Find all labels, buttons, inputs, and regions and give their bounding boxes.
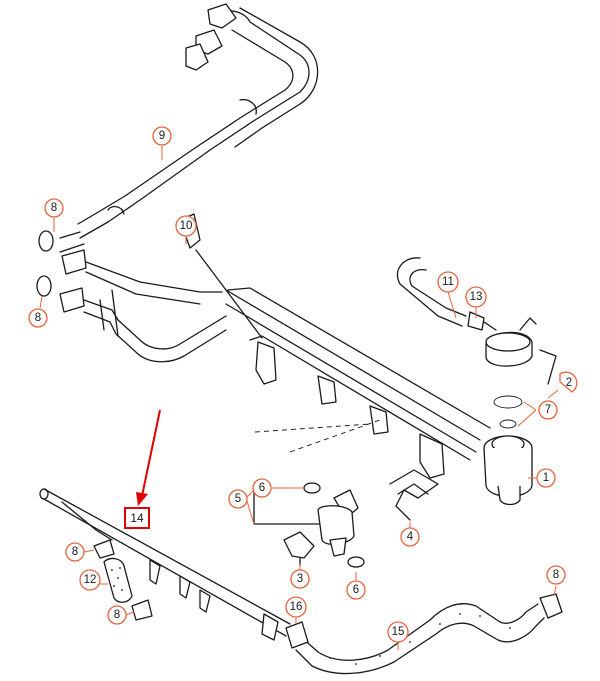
callout-1: 1 bbox=[536, 468, 556, 488]
callout-8-left-label: 8 bbox=[35, 312, 41, 324]
callout-6-upper-label: 6 bbox=[259, 482, 265, 494]
injector-5 bbox=[253, 482, 365, 568]
callout-5: 5 bbox=[228, 489, 248, 509]
highlight-part-14-label: 14 bbox=[130, 511, 144, 525]
pressure-regulator-1 bbox=[483, 317, 557, 506]
callout-7: 7 bbox=[538, 400, 558, 420]
callout-5-label: 5 bbox=[235, 493, 241, 505]
callout-2-label: 2 bbox=[566, 377, 572, 389]
callout-8-right: 8 bbox=[546, 565, 566, 585]
callout-12: 12 bbox=[79, 569, 101, 591]
callout-6-upper: 6 bbox=[252, 478, 272, 498]
callout-15-label: 15 bbox=[392, 626, 405, 638]
callout-8-top-label: 8 bbox=[51, 202, 57, 214]
callout-2: 2 bbox=[559, 371, 578, 393]
callout-16-label: 16 bbox=[290, 601, 303, 613]
callout-8-lower-left-label: 8 bbox=[72, 546, 78, 558]
callout-7-label: 7 bbox=[545, 404, 551, 416]
callout-10: 10 bbox=[175, 215, 197, 237]
fuel-rail-upper bbox=[179, 213, 491, 479]
callout-8-top: 8 bbox=[44, 198, 64, 218]
callout-3: 3 bbox=[290, 569, 310, 589]
callout-1-label: 1 bbox=[543, 472, 549, 484]
callout-4: 4 bbox=[400, 527, 420, 547]
callout-13-label: 13 bbox=[470, 291, 483, 303]
callout-12-label: 12 bbox=[84, 574, 97, 586]
callout-9: 9 bbox=[152, 126, 172, 146]
hose-9-drawing bbox=[36, 3, 319, 363]
callout-6-lower: 6 bbox=[346, 580, 366, 600]
callout-8-left: 8 bbox=[28, 308, 48, 328]
callout-4-label: 4 bbox=[407, 531, 414, 543]
callout-3-label: 3 bbox=[297, 573, 303, 585]
callout-15: 15 bbox=[387, 621, 409, 643]
hose-15 bbox=[285, 593, 563, 675]
callout-16: 16 bbox=[285, 596, 307, 618]
callout-8-bottom-label: 8 bbox=[114, 609, 120, 621]
fuel-rail-lower-14 bbox=[39, 488, 291, 641]
callout-9-label: 9 bbox=[159, 130, 165, 142]
callout-8-bottom: 8 bbox=[107, 605, 127, 625]
hose-12 bbox=[93, 539, 153, 621]
vacuum-hose-11 bbox=[396, 257, 497, 331]
callout-11: 11 bbox=[437, 271, 459, 293]
highlight-arrow bbox=[136, 409, 161, 506]
callout-8-lower-left: 8 bbox=[65, 542, 85, 562]
callout-10-label: 10 bbox=[180, 220, 193, 232]
callout-6-lower-label: 6 bbox=[353, 584, 359, 596]
callout-13: 13 bbox=[465, 286, 487, 308]
callout-11-label: 11 bbox=[442, 276, 454, 288]
callout-8-right-label: 8 bbox=[553, 569, 559, 581]
highlight-part-14[interactable]: 14 bbox=[124, 507, 150, 529]
clamp-3 bbox=[283, 531, 315, 567]
retaining-clip-4 bbox=[389, 469, 439, 521]
